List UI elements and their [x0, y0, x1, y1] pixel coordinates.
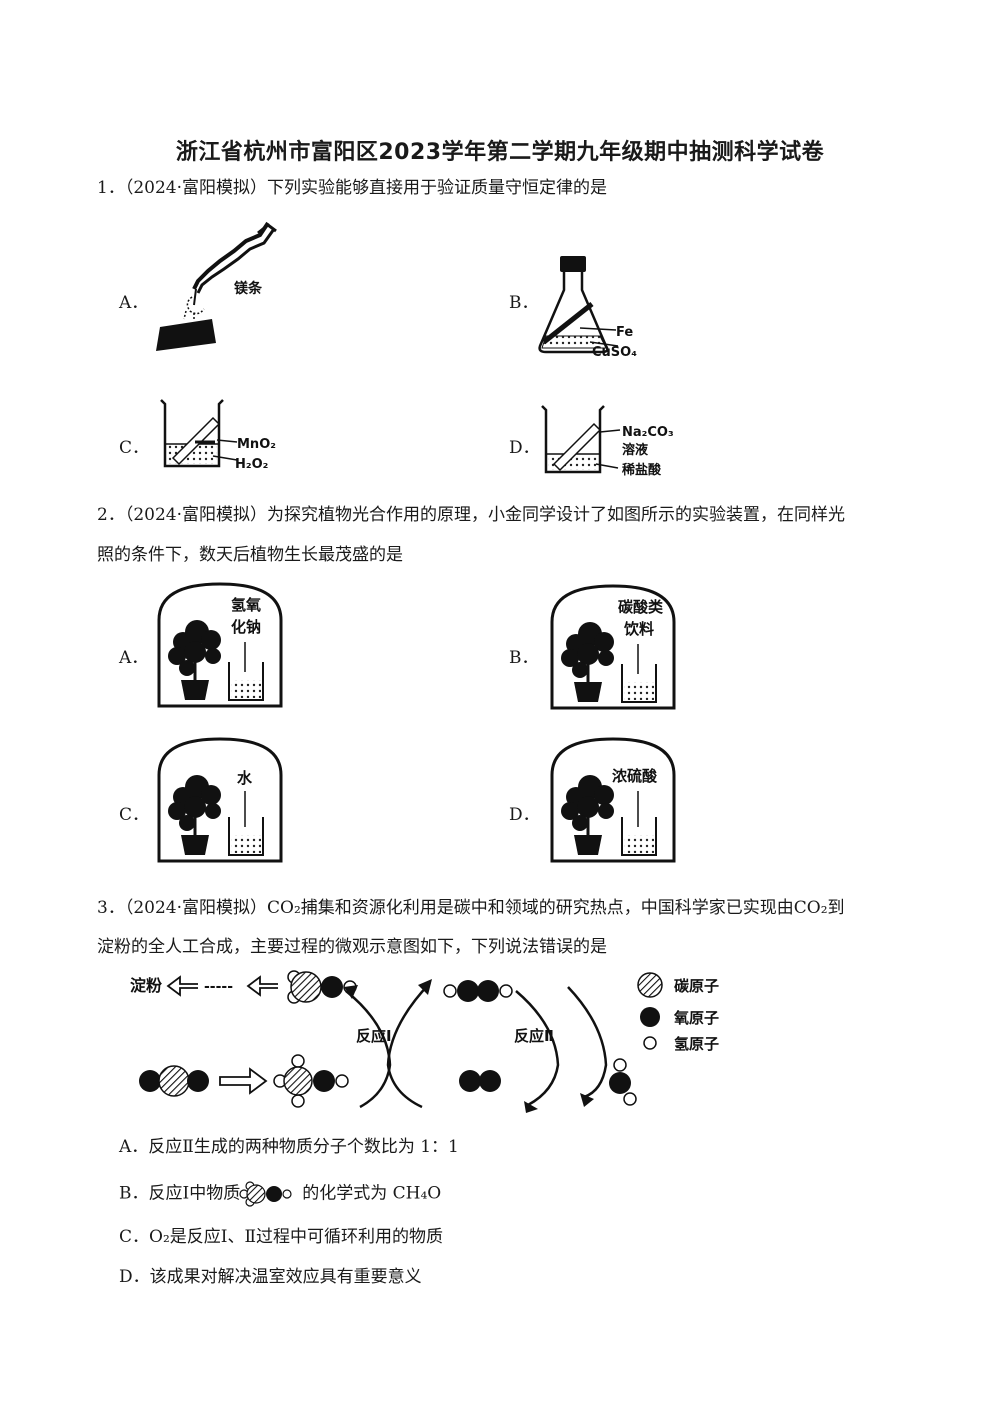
arrow-right-icon [219, 1067, 268, 1095]
q1-option-b-figure: Fe CuSO₄ [538, 256, 637, 360]
molecule-h2o2 [443, 980, 513, 1002]
q2-b-label-2: 饮料 [623, 620, 654, 638]
plant-icon [168, 775, 221, 855]
q1-option-a-figure: 镁条 [156, 221, 277, 351]
q3-option-a: A．反应Ⅱ生成的两种物质分子个数比为 1：1 [119, 1137, 459, 1157]
q1-d-label-solution: 溶液 [622, 442, 648, 458]
q1-option-c-letter: C． [119, 438, 150, 458]
q1-d-label-na2co3: Na₂CO₃ [622, 425, 674, 440]
q1-a-label: 镁条 [234, 280, 263, 297]
arrow-left-icon [246, 975, 278, 997]
q1-option-b-letter: B． [509, 293, 539, 313]
q2-option-a-letter: A． [119, 648, 149, 668]
q2-option-d-figure: 浓硫酸 [550, 737, 676, 863]
question-stem-line-1: 捕集和资源化利用是碳中和领域的研究热点，中国科学家已实现由 [300, 898, 794, 918]
formula-co2: CO₂ [267, 898, 301, 918]
question-stem: 下列实验能够直接用于验证质量守恒定律的是 [267, 178, 607, 198]
question-source: （2024·富阳模拟） [124, 505, 267, 525]
svg-text:-----: ----- [204, 979, 233, 995]
q2-a-label-2: 化钠 [231, 618, 261, 636]
question-2: 2．（2024·富阳模拟）为探究植物光合作用的原理，小金同学设计了如图所示的实验… [97, 505, 845, 525]
legend-carbon: 碳原子 [674, 977, 719, 995]
legend-hydrogen: 氢原子 [674, 1035, 719, 1053]
q2-c-label-1: 水 [237, 769, 253, 787]
question-stem-line-1: 为探究植物光合作用的原理，小金同学设计了如图所示的实验装置，在同样光 [267, 505, 845, 525]
q3-reaction-diagram: 淀粉 ----- 反应Ⅰ 反应Ⅱ [130, 970, 719, 1113]
q1-c-label-mno2: MnO₂ [237, 437, 276, 452]
legend: 碳原子 氧原子 氢原子 [637, 972, 719, 1053]
q2-option-b-letter: B． [509, 648, 539, 668]
question-number: 2． [97, 505, 125, 525]
plant-icon [168, 620, 221, 700]
question-3-line-2: 淀粉的全人工合成，主要过程的微观示意图如下，下列说法错误的是 [97, 937, 607, 957]
oxygen-atom-icon [640, 1007, 660, 1027]
molecule-methanol-bottom [273, 1054, 349, 1108]
question-number: 1． [97, 178, 125, 198]
starch-label: 淀粉 [130, 976, 162, 995]
question-source: （2024·富阳模拟） [124, 178, 267, 198]
question-number: 3． [97, 898, 125, 918]
carbon-atom-icon [637, 972, 663, 998]
hydrogen-atom-icon [643, 1036, 657, 1050]
q3-option-b: B．反应Ⅰ中物质 的化学式为 CH₄O [119, 1181, 441, 1207]
q2-d-label-1: 浓硫酸 [612, 767, 658, 785]
question-source: （2024·富阳模拟） [124, 898, 267, 918]
molecule-o2 [459, 1070, 501, 1092]
formula-co2: CO₂ [793, 898, 828, 918]
q2-option-d-letter: D． [509, 805, 540, 825]
q1-b-label-cuso4: CuSO₄ [592, 345, 637, 360]
q3-option-d: D．该成果对解决温室效应具有重要意义 [119, 1267, 422, 1287]
reaction-1-label: 反应Ⅰ [356, 1027, 392, 1045]
plant-icon [561, 775, 614, 855]
q2-b-label-1: 碳酸类 [618, 598, 664, 616]
q2-option-a-figure: 氢氧 化钠 [157, 582, 283, 708]
molecule-inline-icon [239, 1181, 292, 1207]
plant-icon [561, 622, 614, 702]
reaction-2-label: 反应Ⅱ [514, 1027, 554, 1045]
q1-d-label-hcl: 稀盐酸 [622, 462, 662, 478]
legend-oxygen: 氧原子 [673, 1009, 719, 1027]
q1-b-label-fe: Fe [616, 325, 633, 340]
q1-option-a-letter: A． [119, 293, 149, 313]
q1-option-d-letter: D． [509, 438, 540, 458]
molecule-co2 [139, 1065, 209, 1097]
question-1: 1．（2024·富阳模拟）下列实验能够直接用于验证质量守恒定律的是 [97, 178, 607, 198]
q1-c-label-h2o2: H₂O₂ [235, 457, 268, 472]
q2-a-label-1: 氢氧 [231, 596, 261, 614]
q1-option-c-figure: MnO₂ H₂O₂ [160, 399, 276, 472]
q2-option-b-figure: 碳酸类 饮料 [550, 584, 676, 710]
page-title: 浙江省杭州市富阳区2023学年第二学期九年级期中抽测科学试卷 [175, 140, 825, 165]
question-2-line-2: 照的条件下，数天后植物生长最茂盛的是 [97, 545, 403, 565]
question-3: 3．（2024·富阳模拟）CO₂捕集和资源化利用是碳中和领域的研究热点，中国科学… [97, 898, 845, 918]
q3-option-c: C．O₂是反应Ⅰ、Ⅱ过程中可循环利用的物质 [119, 1227, 444, 1247]
q1-option-d-figure: Na₂CO₃ 溶液 稀盐酸 [541, 405, 674, 478]
q2-option-c-figure: 水 [157, 737, 283, 863]
molecule-h2o [609, 1058, 637, 1106]
arrow-left-icon [166, 975, 198, 997]
q2-option-c-letter: C． [119, 805, 150, 825]
